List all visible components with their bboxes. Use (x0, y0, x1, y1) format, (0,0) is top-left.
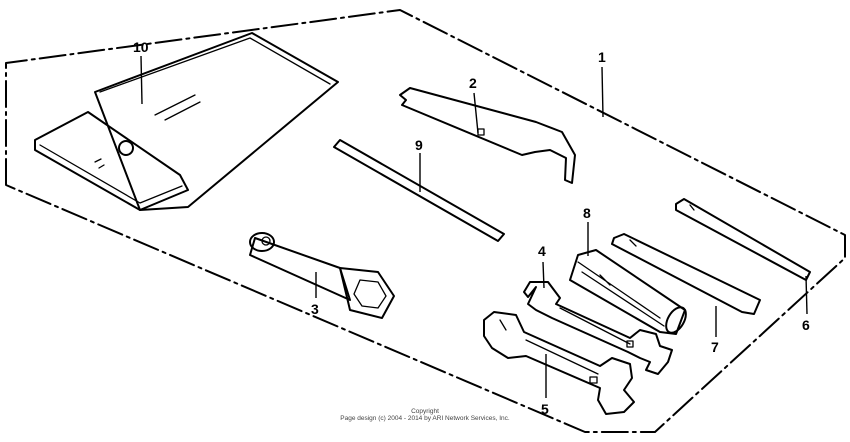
callout-9: 9 (415, 137, 423, 153)
open-end-wrench-4 (523, 281, 673, 375)
screwdriver-6 (675, 198, 811, 281)
tool-bag (34, 32, 339, 211)
handle-bar (333, 139, 505, 242)
callout-10: 10 (133, 39, 149, 55)
kit-outline (5, 9, 846, 433)
copyright-notice: Page design (c) 2004 - 2014 by ARI Netwo… (340, 415, 510, 422)
screwdriver-7 (611, 233, 761, 315)
callout-2: 2 (469, 75, 477, 91)
callout-4: 4 (538, 243, 546, 259)
open-end-wrench-5 (483, 311, 635, 415)
pin-spanner (399, 87, 576, 184)
callout-1: 1 (598, 49, 606, 65)
box-wrench (249, 232, 395, 319)
callout-6: 6 (802, 317, 810, 333)
callout-3: 3 (311, 301, 319, 317)
copyright-label: Copyright (411, 408, 439, 415)
callout-7: 7 (711, 339, 719, 355)
callout-8: 8 (583, 205, 591, 221)
screwdriver-grip (569, 249, 687, 335)
leader-lines (140, 55, 808, 398)
callout-5: 5 (541, 401, 549, 417)
